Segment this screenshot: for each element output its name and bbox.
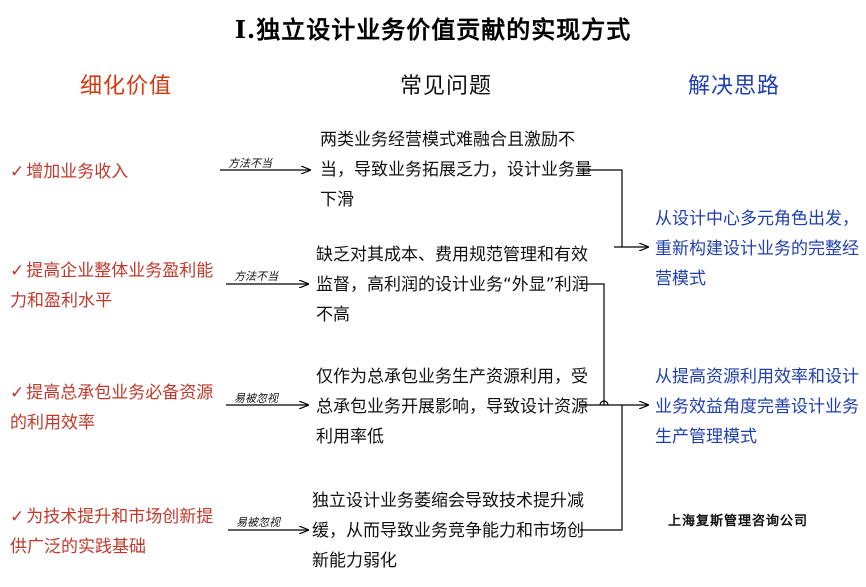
bracket-problem-4 xyxy=(580,405,623,531)
arrow-note-2: 方法不当 xyxy=(234,270,278,283)
column-header-problem: 常见问题 xyxy=(400,74,493,99)
check-icon: ✓ xyxy=(10,507,25,527)
column-header-solution: 解决思路 xyxy=(688,74,781,99)
company-name: 上海复斯管理咨询公司 xyxy=(668,514,809,529)
line-hop xyxy=(599,400,609,406)
column-header-value: 细化价值 xyxy=(80,74,173,99)
problem-item-2: 缺乏对其成本、费用规范管理和有效监督，高利润的设计业务“外显”利润不高 xyxy=(316,245,589,325)
value-item-2: ✓提高企业整体业务盈利能力和盈利水平 xyxy=(10,256,220,316)
value-item-text: 增加业务收入 xyxy=(26,162,129,182)
solution-item-2: 从提高资源利用效率和设计业务效益角度完善设计业务生产管理模式 xyxy=(655,367,859,447)
check-icon: ✓ xyxy=(10,261,25,281)
arrow-note-3: 易被忽视 xyxy=(234,392,278,405)
arrow-note-4: 易被忽视 xyxy=(236,516,280,529)
value-item-text: 提高总承包业务必备资源的利用效率 xyxy=(10,383,214,433)
value-item-3: ✓提高总承包业务必备资源的利用效率 xyxy=(10,378,220,438)
check-icon: ✓ xyxy=(10,162,25,182)
page-title: I.独立设计业务价值贡献的实现方式 xyxy=(234,15,632,44)
value-item-text: 为技术提升和市场创新提供广泛的实践基础 xyxy=(10,507,214,557)
solution-item-1: 从设计中心多元角色出发，重新构建设计业务的完整经营模式 xyxy=(655,209,859,289)
value-item-text: 提高企业整体业务盈利能力和盈利水平 xyxy=(10,261,214,311)
arrow-note-1: 方法不当 xyxy=(228,157,272,170)
bracket-problem-1 xyxy=(580,169,623,247)
value-item-4: ✓为技术提升和市场创新提供广泛的实践基础 xyxy=(10,502,220,562)
problem-item-1: 两类业务经营模式难融合且激励不当，导致业务拓展乏力，设计业务量下滑 xyxy=(320,130,592,210)
bracket-problem-2 xyxy=(580,283,605,405)
value-item-1: ✓增加业务收入 xyxy=(10,157,220,187)
problem-item-3: 仅作为总承包业务生产资源利用，受总承包业务开展影响，导致设计资源利用率低 xyxy=(316,367,588,447)
problem-item-4: 独立设计业务萎缩会导致技术提升减缓，从而导致业务竞争能力和市场创新能力弱化 xyxy=(312,491,584,571)
check-icon: ✓ xyxy=(10,383,25,403)
